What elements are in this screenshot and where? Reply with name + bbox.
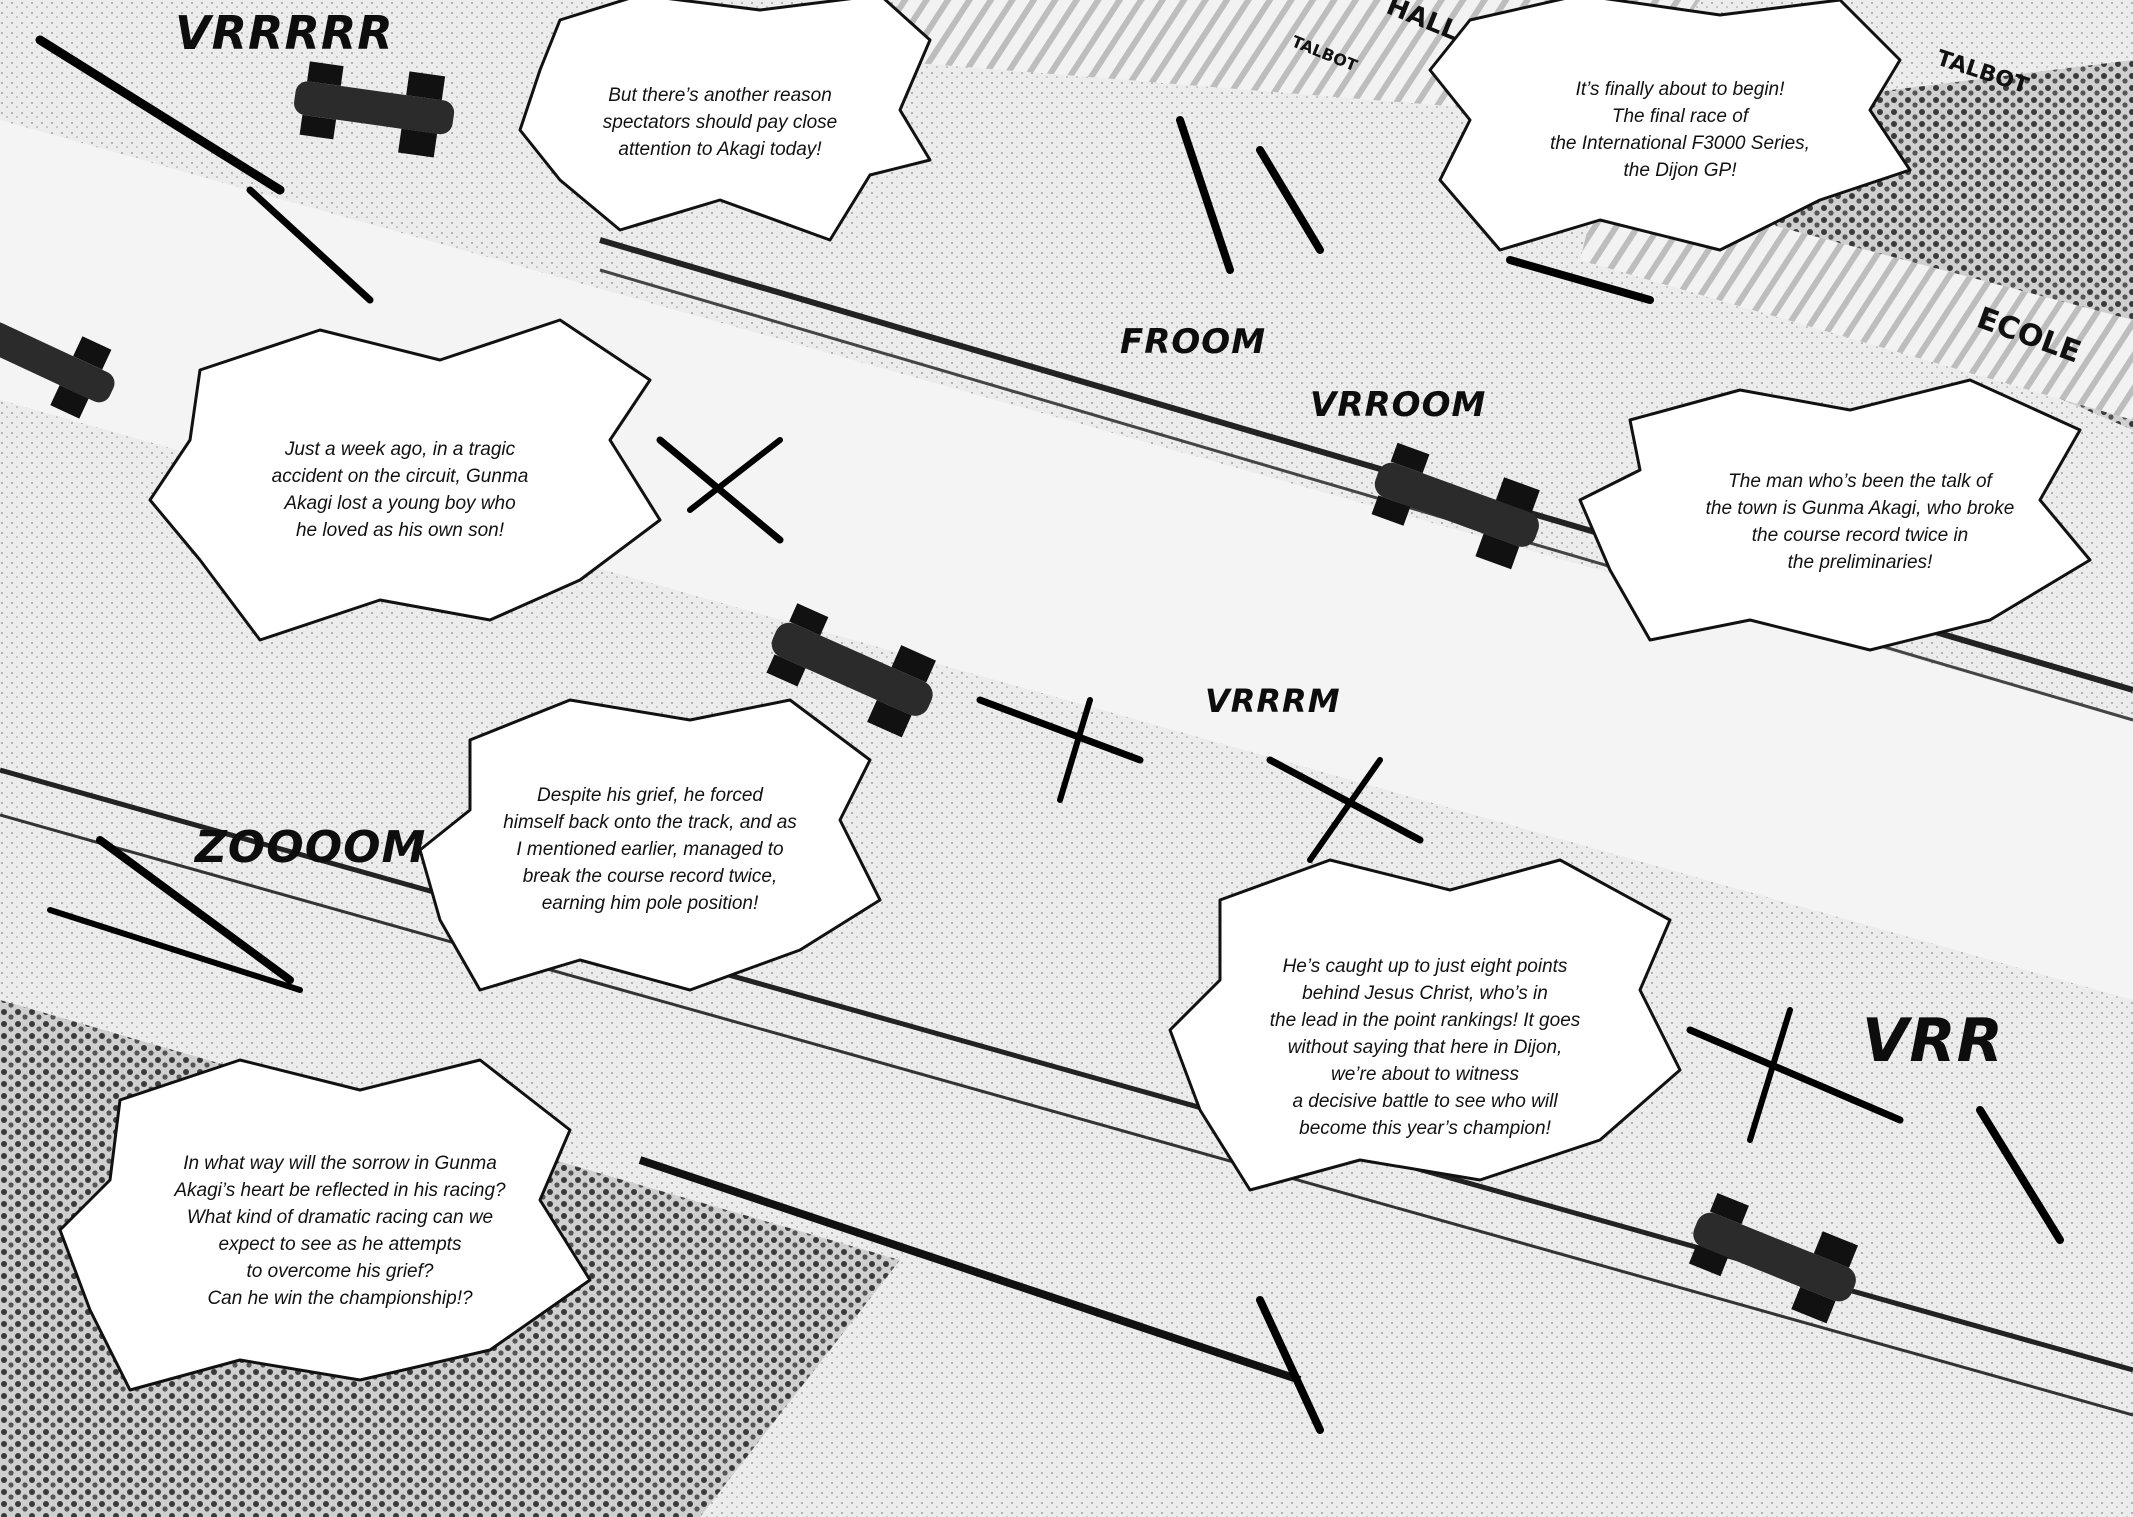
narration-caption-4: The man who’s been the talk of the town … — [1660, 468, 2060, 576]
caption-line: The man who’s been the talk of — [1728, 471, 1992, 492]
caption-line: But there’s another reason — [608, 85, 832, 106]
caption-line: break the course record twice, — [522, 866, 778, 887]
caption-line: spectators should pay close — [602, 112, 838, 133]
bubble-6 — [1168, 858, 1682, 1192]
narration-caption-1: But there’s another reason spectators sh… — [560, 82, 880, 163]
caption-line: attention to Akagi today! — [618, 139, 822, 160]
narration-caption-2: It’s finally about to begin! The final r… — [1500, 76, 1860, 184]
speech-bubbles — [58, 0, 2092, 1392]
caption-line: himself back onto the track, and as — [503, 812, 797, 833]
sfx-vrr: VRR — [1862, 1006, 2004, 1076]
caption-line: Can he win the championship!? — [207, 1288, 473, 1309]
caption-line: the lead in the point rankings! It goes — [1269, 1010, 1581, 1031]
narration-caption-6: He’s caught up to just eight points behi… — [1210, 953, 1640, 1142]
caption-line: he loved as his own son! — [295, 520, 505, 541]
sfx-vrrrrr: VRRRRR — [175, 6, 394, 60]
caption-line: earning him pole position! — [541, 893, 759, 914]
caption-line: without saying that here in Dijon, — [1287, 1037, 1563, 1058]
bubble-4 — [1578, 378, 2092, 652]
caption-line: In what way will the sorrow in Gunma — [183, 1153, 497, 1174]
caption-line: the town is Gunma Akagi, who broke — [1705, 498, 2015, 519]
caption-line: Despite his grief, he forced — [536, 785, 763, 806]
narration-caption-7: In what way will the sorrow in Gunma Aka… — [130, 1150, 550, 1312]
caption-line: a decisive battle to see who will — [1292, 1091, 1558, 1112]
caption-line: the course record twice in — [1751, 525, 1969, 546]
caption-line: expect to see as he attempts — [218, 1234, 462, 1255]
caption-line: Just a week ago, in a tragic — [284, 439, 516, 460]
sfx-zoooom: ZOOOOM — [195, 822, 427, 873]
narration-caption-5: Despite his grief, he forced himself bac… — [470, 782, 830, 917]
race-car-center — [766, 603, 936, 738]
caption-line: The final race of — [1611, 106, 1749, 127]
caption-line: we’re about to witness — [1331, 1064, 1519, 1085]
caption-line: Akagi’s heart be reflected in his racing… — [174, 1180, 506, 1201]
caption-line: the preliminaries! — [1787, 552, 1933, 573]
sfx-froom: FROOM — [1120, 322, 1267, 362]
caption-line: Akagi lost a young boy who — [284, 493, 516, 514]
caption-line: accident on the circuit, Gunma — [271, 466, 529, 487]
race-car-left — [0, 322, 115, 419]
narration-caption-3: Just a week ago, in a tragic accident on… — [230, 436, 570, 544]
bubble-1 — [518, 0, 932, 242]
sfx-vrroom: VRROOM — [1310, 385, 1487, 425]
speed-lines — [35, 35, 2064, 1434]
caption-line: to overcome his grief? — [246, 1261, 434, 1282]
caption-line: He’s caught up to just eight points — [1282, 956, 1568, 977]
caption-line: It’s finally about to begin! — [1575, 79, 1785, 100]
race-car-bottom-right — [1688, 1192, 1858, 1324]
race-car-right — [1371, 442, 1540, 570]
bubble-3 — [148, 318, 662, 642]
caption-line: the Dijon GP! — [1623, 160, 1737, 181]
sfx-vrrrm: VRRRM — [1205, 682, 1341, 720]
caption-line: I mentioned earlier, managed to — [516, 839, 784, 860]
bubble-2 — [1428, 0, 1912, 252]
caption-line: the International F3000 Series, — [1550, 133, 1810, 154]
bubble-7 — [58, 1058, 592, 1392]
caption-line: become this year’s champion! — [1299, 1118, 1551, 1139]
race-car-top — [294, 61, 455, 158]
caption-line: What kind of dramatic racing can we — [186, 1207, 494, 1228]
bubble-5 — [418, 698, 882, 992]
caption-line: behind Jesus Christ, who’s in — [1302, 983, 1548, 1004]
